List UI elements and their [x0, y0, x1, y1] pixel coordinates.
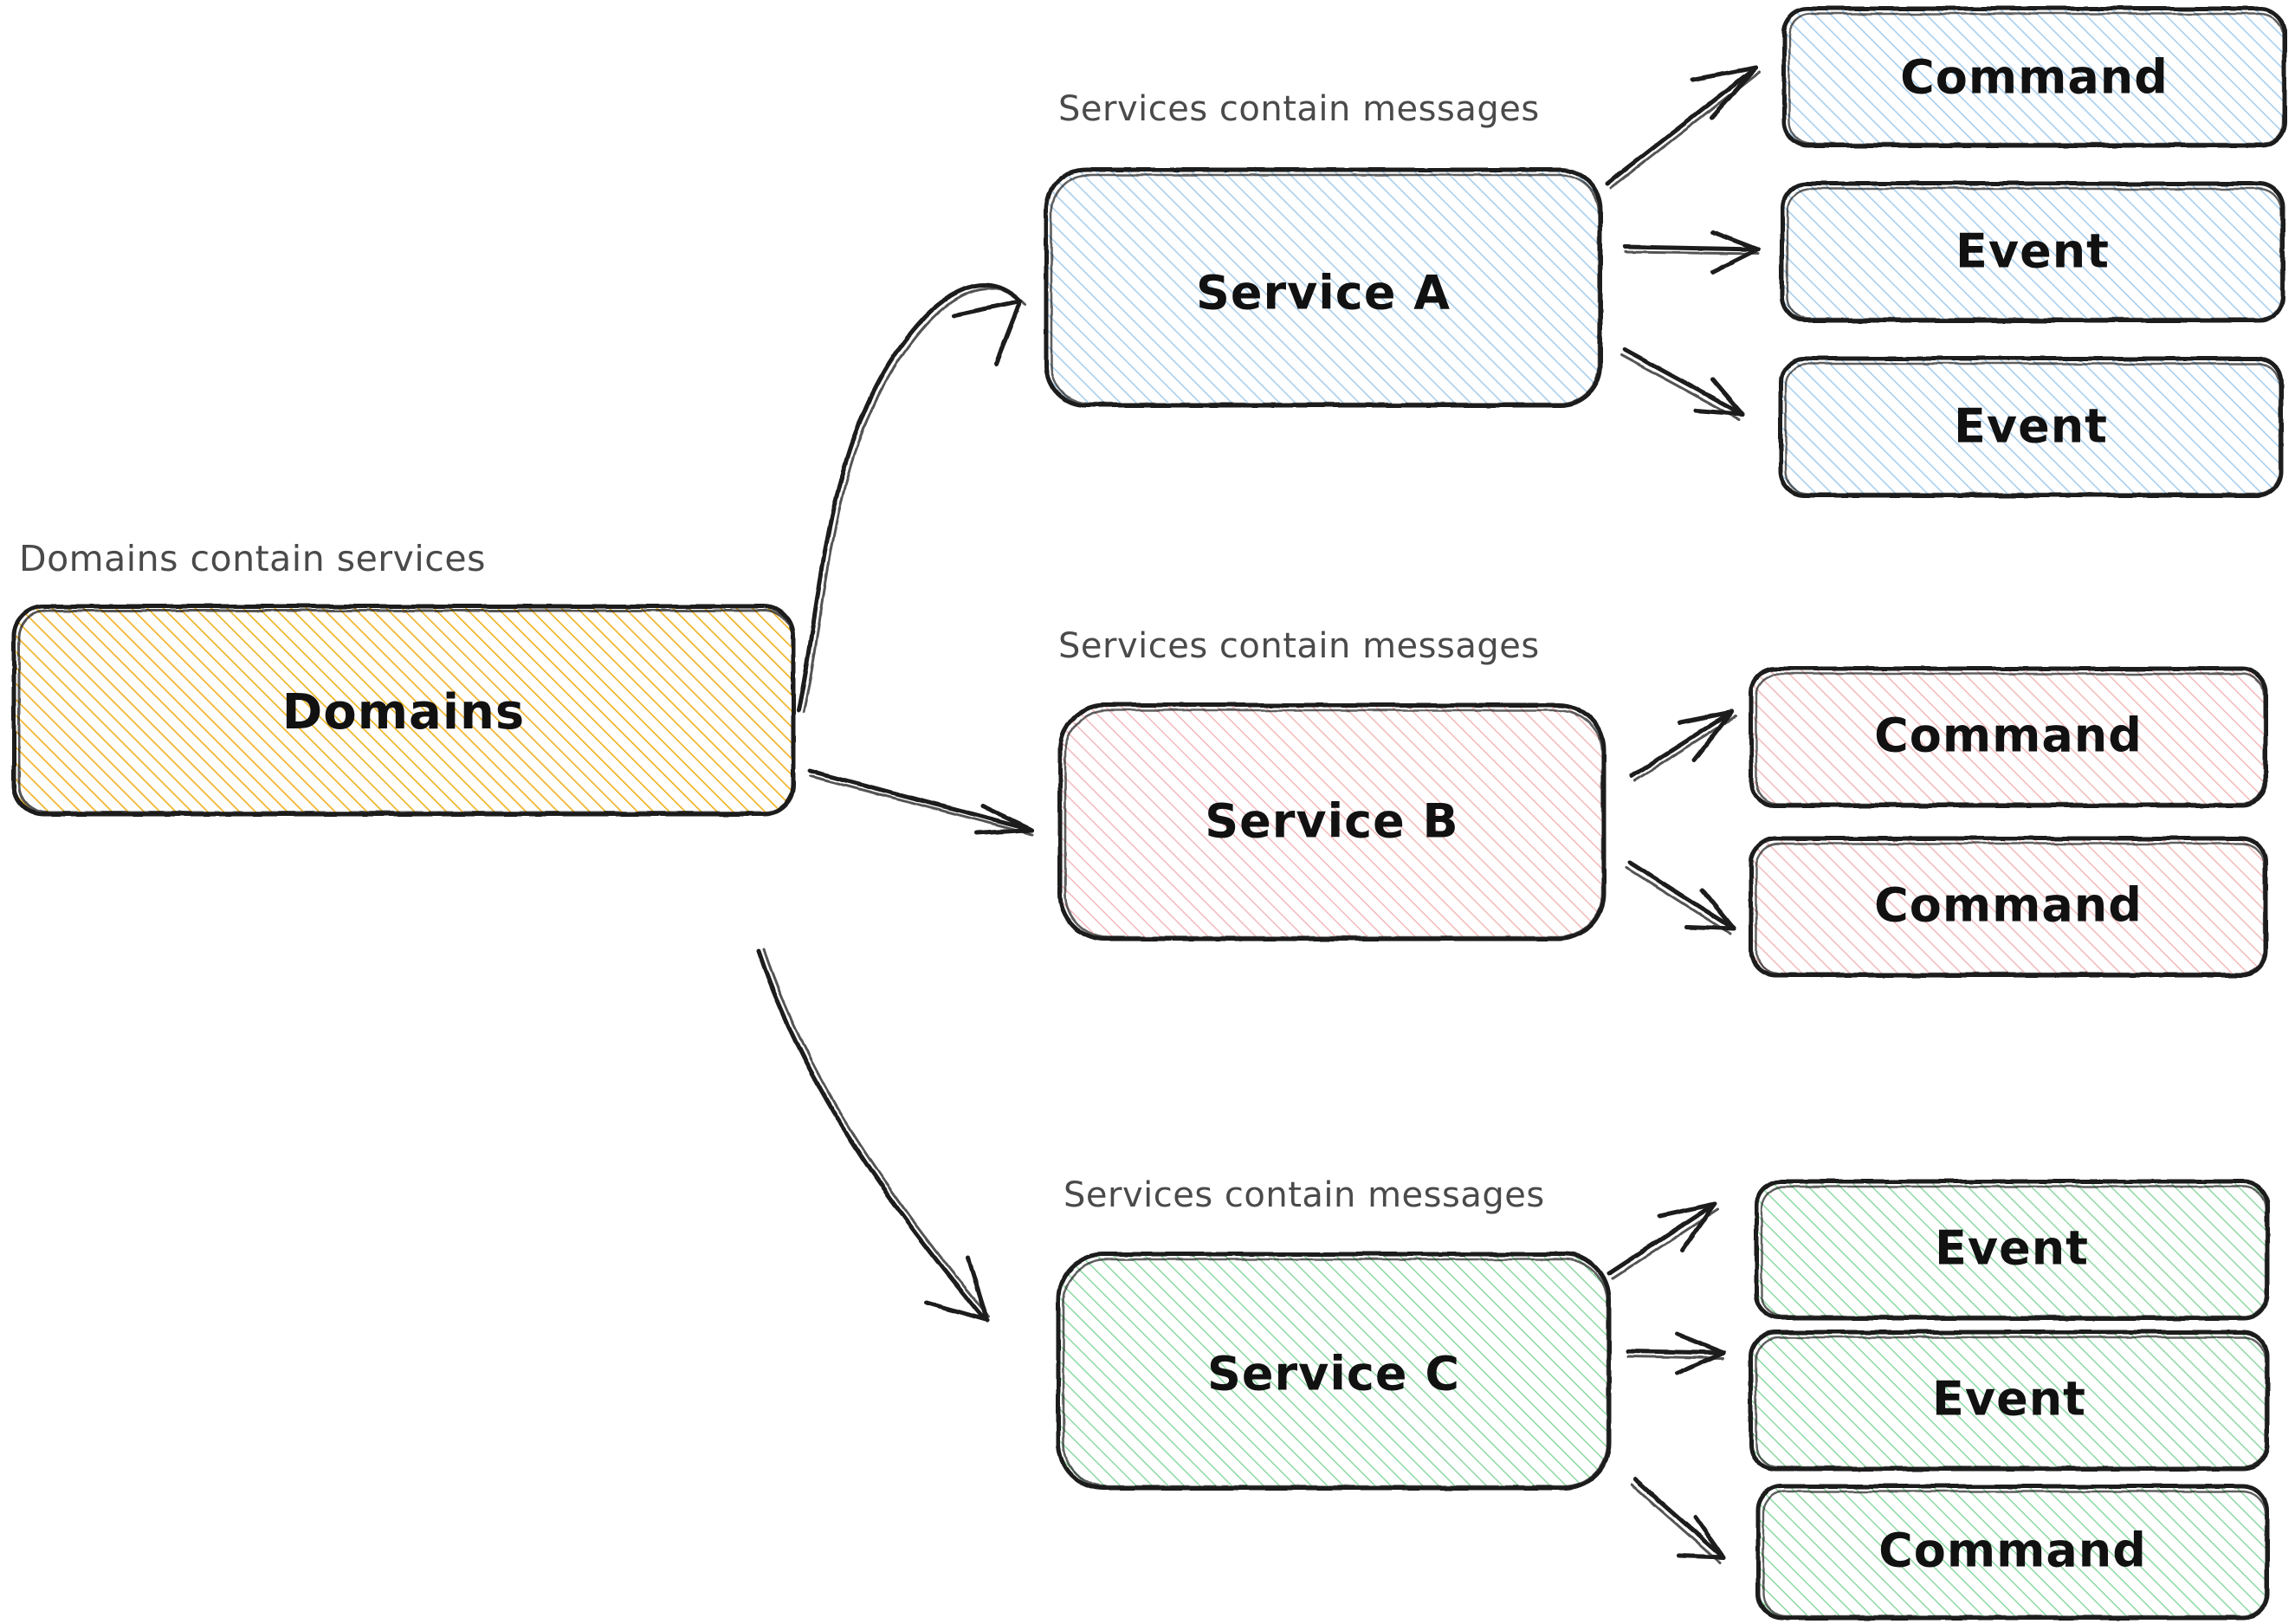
- arrow-service-b-to-message-1: [1625, 860, 1736, 935]
- edge-label-domains: Domains contain services: [19, 538, 486, 579]
- message-label: Event: [1932, 1372, 2086, 1427]
- message-box[interactable]: Event: [1749, 1330, 2270, 1472]
- message-box[interactable]: Command: [1755, 1484, 2270, 1621]
- node-service-a-label: Service A: [1196, 266, 1451, 320]
- message-box[interactable]: Event: [1780, 181, 2285, 323]
- message-label: Event: [1935, 1221, 2089, 1276]
- arrow-service-a-to-message-0: [1605, 65, 1762, 190]
- arrow-domains-to-service-c: [756, 948, 991, 1323]
- arrow-service-b-to-message-0: [1629, 709, 1737, 782]
- node-service-c[interactable]: Service C: [1056, 1252, 1612, 1491]
- message-box[interactable]: Command: [1781, 6, 2287, 148]
- message-box[interactable]: Event: [1754, 1179, 2270, 1321]
- arrow-service-c-to-message-2: [1630, 1477, 1726, 1564]
- node-service-a[interactable]: Service A: [1044, 167, 1603, 408]
- arrow-domains-to-service-b: [807, 768, 1035, 836]
- arrow-service-a-to-message-1: [1622, 230, 1761, 275]
- message-label: Command: [1874, 708, 2143, 763]
- edge-label-service-c: Services contain messages: [1063, 1175, 1545, 1215]
- node-service-b-label: Service B: [1205, 794, 1458, 849]
- arrow-service-c-to-message-1: [1626, 1331, 1726, 1376]
- arrow-domains-to-service-a: [796, 282, 1027, 714]
- node-service-c-label: Service C: [1207, 1347, 1460, 1401]
- message-label: Event: [1956, 224, 2110, 279]
- message-box[interactable]: Command: [1749, 836, 2268, 978]
- message-label: Event: [1954, 399, 2108, 454]
- message-box[interactable]: Event: [1778, 356, 2284, 498]
- edge-label-service-b: Services contain messages: [1058, 626, 1540, 666]
- node-domains-label: Domains: [282, 684, 526, 741]
- edge-label-service-a: Services contain messages: [1058, 89, 1540, 129]
- message-label: Command: [1874, 878, 2143, 933]
- node-service-b[interactable]: Service B: [1057, 702, 1606, 941]
- arrow-service-c-to-message-0: [1606, 1201, 1720, 1280]
- node-domains[interactable]: Domains: [11, 604, 796, 817]
- message-label: Command: [1878, 1524, 2147, 1578]
- message-label: Command: [1900, 50, 2169, 105]
- message-box[interactable]: Command: [1749, 666, 2268, 808]
- arrow-service-a-to-message-2: [1619, 347, 1745, 421]
